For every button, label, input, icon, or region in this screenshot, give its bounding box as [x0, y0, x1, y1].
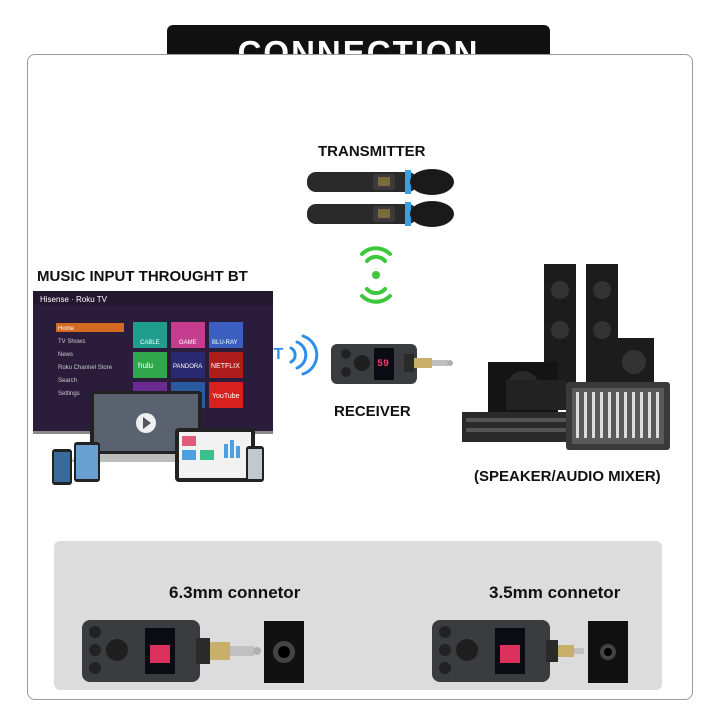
speaker-icon: [506, 380, 566, 410]
tablet-icon: [74, 442, 100, 482]
wireless-signal-icon: [360, 246, 392, 304]
receiver-device-3-5mm: [432, 620, 584, 682]
laptop-icon: [70, 391, 222, 462]
tablet-icon: [175, 428, 255, 482]
microphone-icon: [307, 169, 454, 195]
tv-tile-label: CABLE: [140, 340, 160, 346]
music-input-label: MUSIC INPUT THROUGHT BT: [37, 268, 248, 285]
tv-menu-item: News: [58, 352, 73, 358]
tv-menu-item: Settings: [58, 391, 80, 397]
tv-menu-item: Roku Channel Store: [58, 365, 113, 371]
jack-socket-6-3mm-icon: [264, 621, 304, 683]
amplifier-icon: [462, 412, 572, 442]
speaker-icon: [586, 264, 618, 384]
audio-mixer-icon: [566, 382, 670, 450]
tv-menu-item: TV Shows: [58, 339, 85, 345]
tv-menu-item: Search: [58, 378, 77, 384]
speaker-icon: [614, 338, 654, 386]
transmitter-label: TRANSMITTER: [318, 143, 426, 160]
tv-tile-label: BLU-RAY: [212, 340, 238, 346]
receiver-device-6-3mm: [82, 620, 261, 682]
tv-tile-label: PANDORA: [173, 364, 202, 370]
tv-menu-item: Home: [58, 326, 75, 332]
receiver-label: RECEIVER: [334, 403, 411, 420]
tv-tile-label: GAME: [179, 340, 197, 346]
receiver-display-value: 59: [377, 359, 389, 370]
tv-tile-label: NETFLIX: [211, 363, 240, 370]
microphone-icon: [307, 201, 454, 227]
tv-brand: Hisense · Roku TV: [40, 295, 108, 304]
connector-6-3mm-label: 6.3mm connetor: [169, 583, 301, 602]
connector-3-5mm-label: 3.5mm connetor: [489, 583, 621, 602]
tv-tile-label: YouTube: [212, 393, 240, 400]
phone-icon: [52, 449, 72, 485]
bluetooth-signal-icon: [289, 334, 319, 376]
speaker-mixer-label: (SPEAKER/AUDIO MIXER): [474, 468, 661, 485]
jack-socket-3-5mm-icon: [588, 621, 628, 683]
receiver-device: 59: [331, 344, 453, 384]
tv-tile-label: hulu: [138, 361, 153, 370]
phone-icon: [246, 446, 264, 482]
